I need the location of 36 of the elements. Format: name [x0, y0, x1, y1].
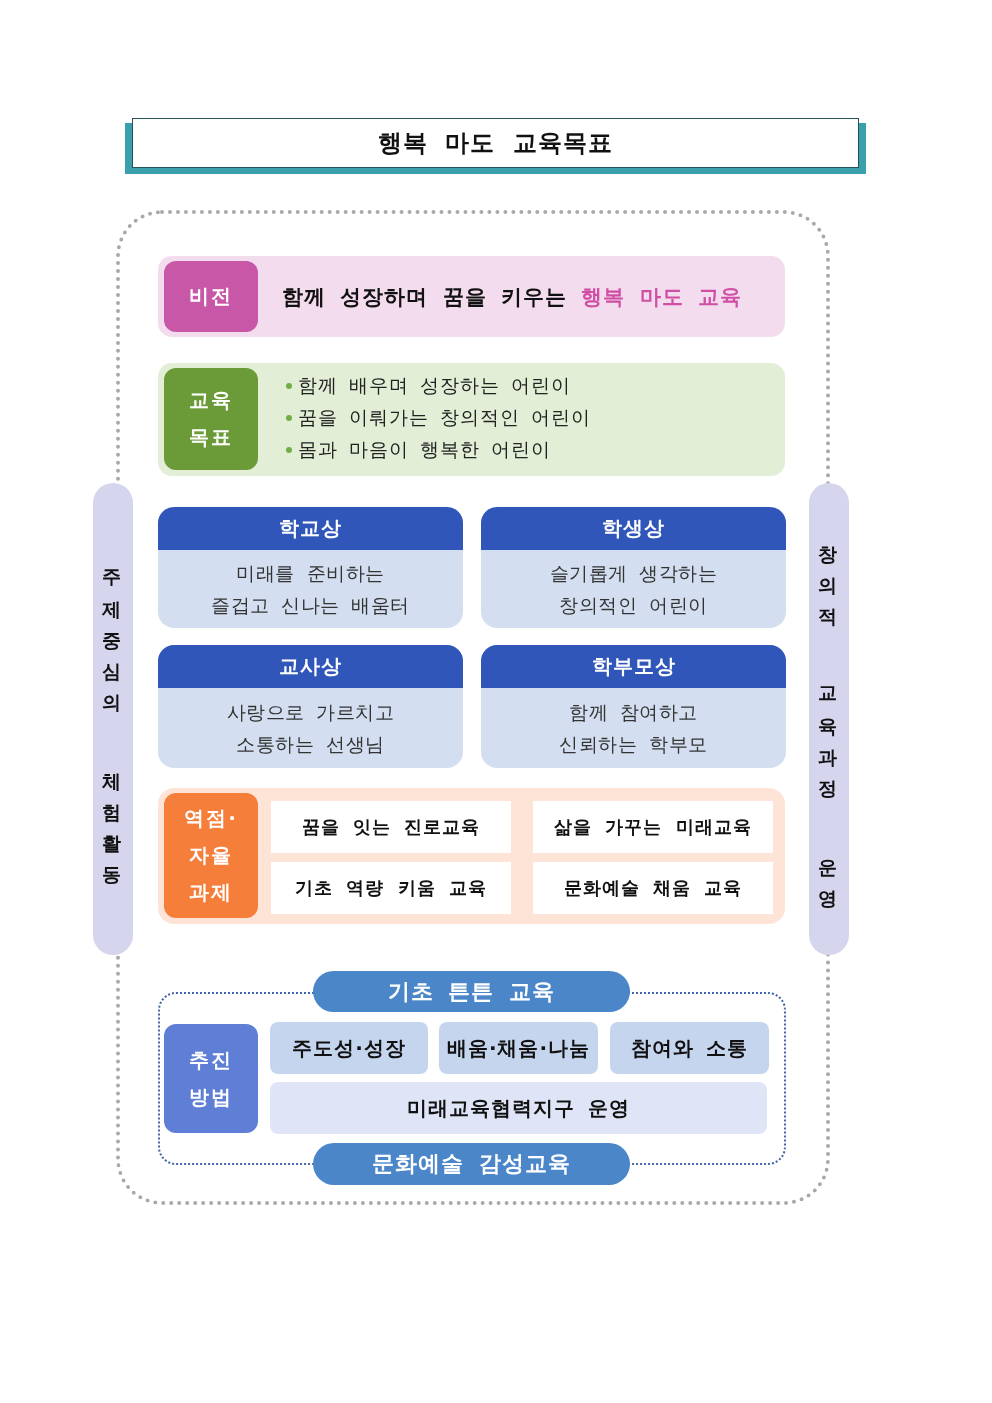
card-header: 학생상: [481, 507, 786, 550]
goal-text: 함께 배우며 성장하는 어린이: [298, 373, 572, 398]
goal-text: 몸과 마음이 행복한 어린이: [298, 437, 552, 462]
card-text: 미래를 준비하는 즐겁고 신나는 배움터: [210, 561, 411, 618]
category-tag: 추진 방법: [164, 1024, 258, 1133]
method-box: 참여와 소통: [610, 1022, 769, 1074]
card-text: 슬기롭게 생각하는 창의적인 어린이: [548, 561, 719, 618]
method-box: 배움·채움·나눔: [439, 1022, 598, 1074]
method-box: 주도성·성장: [270, 1022, 428, 1074]
card-text: 함께 참여하고 신뢰하는 학부모: [558, 700, 709, 757]
goal-text: 꿈을 이뤄가는 창의적인 어린이: [298, 405, 592, 430]
card-header: 학교상: [158, 507, 463, 550]
profile-card: [481, 645, 786, 768]
category-tag: 역점· 자율 과제: [164, 793, 258, 918]
task-box: 기초 역량 키움 교육: [271, 862, 511, 914]
profile-card: [158, 507, 463, 628]
task-box: 삶을 가꾸는 미래교육: [533, 801, 773, 853]
focus-band: [158, 788, 785, 924]
profile-card: [481, 507, 786, 628]
vertical-banner: 창의적 교육과정 운영: [809, 483, 849, 955]
vision-band: [158, 256, 785, 337]
task-box: 문화예술 채움 교육: [533, 862, 773, 914]
title-box: 행복 마도 교육목표: [125, 118, 866, 174]
category-tag: 교육 목표: [164, 368, 258, 470]
card-header: 교사상: [158, 645, 463, 688]
section-pill: 기초 튼튼 교육: [313, 971, 630, 1012]
goals-band: [158, 363, 785, 476]
task-box: 꿈을 잇는 진로교육: [271, 801, 511, 853]
profile-card: [158, 645, 463, 768]
vertical-banner: 주제중심의 체험활동: [93, 483, 133, 955]
card-text: 사랑으로 가르치고 소통하는 선생님: [225, 700, 396, 757]
category-tag: 비전: [164, 261, 258, 332]
section-pill: 문화예술 감성교육: [313, 1143, 630, 1185]
method-box: 미래교육협력지구 운영: [270, 1082, 767, 1134]
card-header: 학부모상: [481, 645, 786, 688]
vision-statement: 함께 성장하며 꿈을 키우는 행복 마도 교육: [282, 283, 742, 311]
